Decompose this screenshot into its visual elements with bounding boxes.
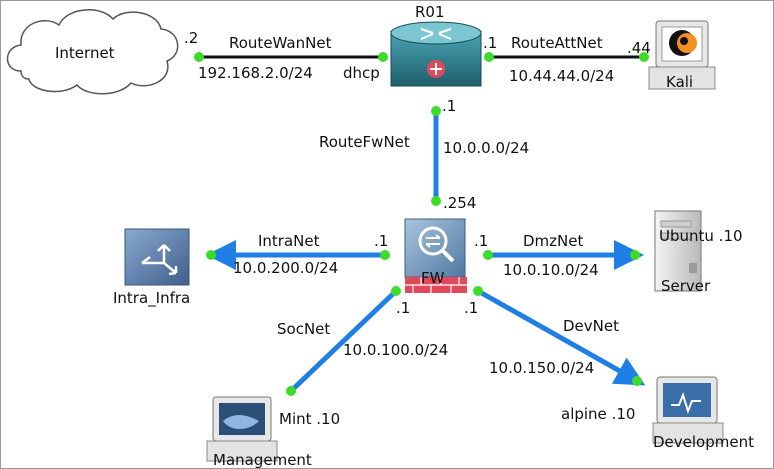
intranet-addr: .1 [374,232,388,250]
endpoint-dot [378,52,388,62]
kali-computer-icon[interactable] [648,20,716,90]
internet-label: Internet [55,44,115,62]
endpoint-dot [473,286,483,296]
link-devnet[interactable] [476,288,646,386]
routefw-name: RouteFwNet [319,133,410,151]
link-endpoints [194,52,649,396]
socnet-addr: .1 [396,299,410,317]
dmznet-name: DmzNet [523,232,583,250]
devnet-name: DevNet [563,317,619,335]
dmznet-addr: .1 [474,232,488,250]
routefw-top-addr: .1 [442,97,456,115]
kali-label: Kali [666,73,693,91]
development-computer-icon[interactable] [652,376,724,444]
endpoint-dot [639,52,649,62]
socnet-subnet: 10.0.100.0/24 [343,341,448,359]
routewan-name: RouteWanNet [229,34,332,52]
endpoint-dot [630,250,640,260]
devnet-addr: .1 [464,299,478,317]
dmznet-subnet: 10.0.10.0/24 [503,261,599,279]
endpoint-dot [431,196,441,206]
switch-icon[interactable] [124,228,190,286]
endpoint-dot [632,376,642,386]
endpoint-dot [431,106,441,116]
endpoint-dot [380,250,390,260]
intranet-name: IntraNet [258,232,320,250]
mint-label: Mint .10 [279,410,340,428]
routewan-left-addr: .2 [184,29,198,47]
router-label: R01 [415,3,445,21]
routefw-bottom-addr: .254 [443,194,476,212]
router-icon[interactable] [390,21,482,87]
server-label: Server [661,277,711,295]
internet-cloud-icon[interactable] [6,9,179,95]
alpine-label: alpine .10 [561,405,635,423]
endpoint-dot [391,286,401,296]
routewan-subnet: 192.168.2.0/24 [198,64,313,82]
server-icon[interactable] [654,210,702,292]
endpoint-dot [483,250,493,260]
endpoint-dot [194,52,204,62]
link-socnet[interactable] [289,289,398,393]
firewall-label: FW [421,269,445,287]
intranet-subnet: 10.0.200.0/24 [233,259,338,277]
management-label: Management [213,451,312,468]
socnet-name: SocNet [277,320,330,338]
ubuntu-label: Ubuntu .10 [659,227,743,245]
management-computer-icon[interactable] [206,396,278,462]
development-label: Development [653,433,754,451]
intra-infra-label: Intra_Infra [113,289,190,308]
routeatt-name: RouteAttNet [511,34,603,52]
endpoint-dot [484,52,494,62]
endpoint-dot [206,250,216,260]
firewall-icon[interactable] [404,218,467,293]
routefw-subnet: 10.0.0.0/24 [443,139,529,157]
routeatt-subnet: 10.44.44.0/24 [509,67,614,85]
routewan-right-addr: dhcp [343,64,380,82]
devnet-subnet: 10.0.150.0/24 [489,359,594,377]
routeatt-left-addr: .1 [483,34,497,52]
endpoint-dot [286,386,296,396]
